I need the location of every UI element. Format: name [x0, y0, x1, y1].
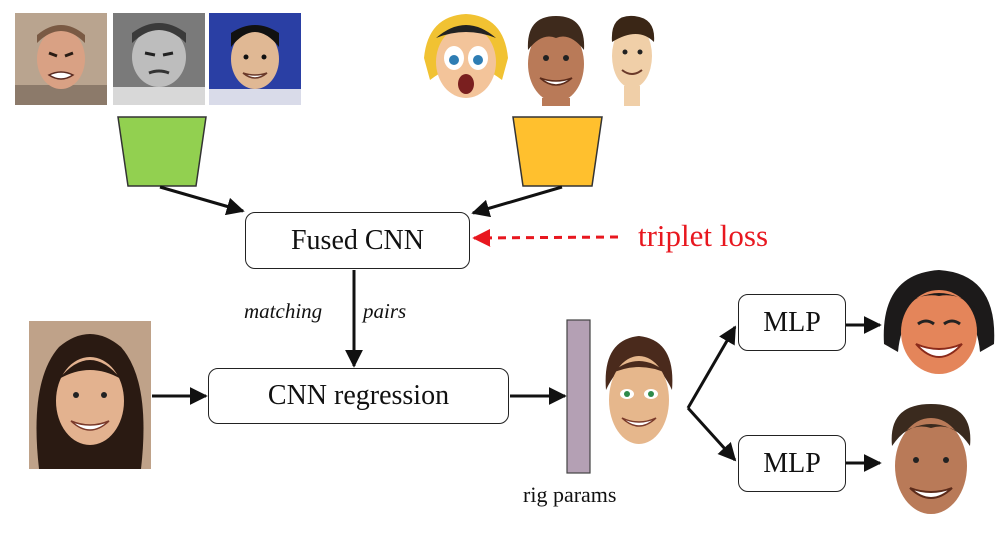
fused-cnn-box: Fused CNN: [245, 212, 470, 269]
cartoon-girl-laughing: [883, 270, 995, 374]
matching-label: matching: [244, 299, 323, 323]
cnn-regression-label: CNN regression: [267, 380, 450, 411]
arrow-character-to-fused: [471, 185, 563, 218]
triplet-loss-label: triplet loss: [638, 218, 769, 253]
human-face-smiling-woman: [29, 321, 151, 469]
human-face-disgust-grayscale: [113, 13, 205, 105]
arrow-to-mlp-top: [686, 325, 737, 409]
rig-params-label: rig params: [523, 482, 617, 507]
arrow-triplet-loss: [472, 228, 619, 247]
mlp-bottom-label: MLP: [763, 447, 821, 479]
fused-cnn-label: Fused CNN: [290, 224, 424, 256]
mlp-bottom-box: MLP: [738, 435, 846, 492]
rig-params-bar: [566, 319, 591, 474]
cartoon-man-smiling: [527, 16, 585, 106]
pairs-label: pairs: [363, 299, 407, 323]
human-encoder-trapezoid: [117, 116, 207, 187]
cartoon-girl-frightened: [424, 14, 508, 98]
cnn-regression-box: CNN regression: [208, 368, 509, 424]
cartoon-man-grinning: [891, 404, 971, 514]
arrow-human-to-fused: [159, 185, 245, 216]
mlp-top-box: MLP: [738, 294, 846, 351]
cartoon-man-thin: [611, 15, 655, 106]
arrow-to-mlp-bottom: [686, 406, 737, 462]
human-face-smile-blue-bg: [209, 13, 301, 105]
mlp-top-label: MLP: [763, 306, 821, 338]
cartoon-woman-smiling: [605, 336, 673, 444]
human-face-angry: [15, 13, 107, 105]
character-encoder-trapezoid: [512, 116, 603, 187]
